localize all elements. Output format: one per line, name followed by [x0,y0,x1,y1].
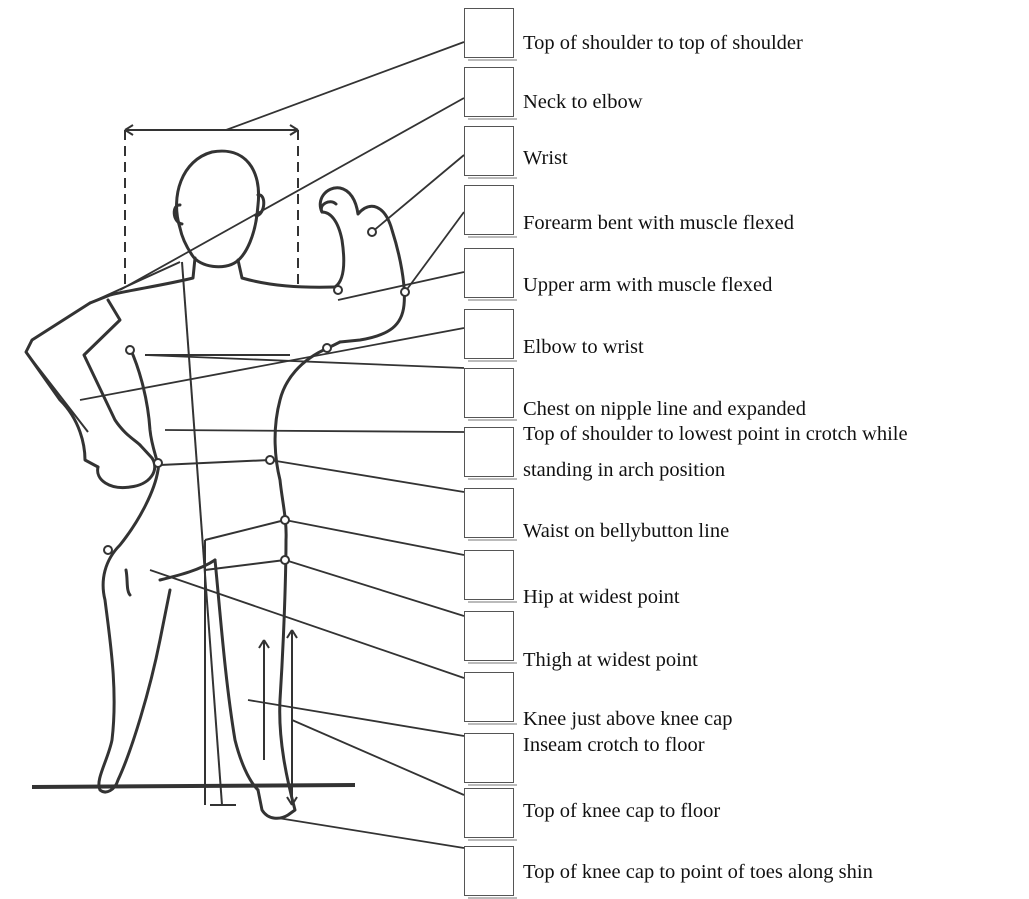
measurement-input-box[interactable] [464,368,514,418]
measurement-label-line2: standing in arch position [523,458,725,482]
measurement-label: Hip at widest point [523,585,680,609]
measurement-input-box[interactable] [464,788,514,838]
measurement-input-box[interactable] [464,846,514,896]
measurement-label: Forearm bent with muscle flexed [523,211,794,235]
measurement-label: Thigh at widest point [523,648,698,672]
measurement-label: Neck to elbow [523,90,643,114]
measurement-input-box[interactable] [464,672,514,722]
measurement-input-box[interactable] [464,248,514,298]
measurement-label: Knee just above knee cap [523,707,732,731]
measurement-label: Top of knee cap to floor [523,799,720,823]
measurement-input-box[interactable] [464,427,514,477]
measurement-label: Inseam crotch to floor [523,733,705,757]
measurement-input-box[interactable] [464,126,514,176]
measurement-label: Top of shoulder to lowest point in crotc… [523,422,908,446]
measurement-points [104,228,409,564]
measurement-input-box[interactable] [464,611,514,661]
measurement-input-box[interactable] [464,8,514,58]
measurement-input-box[interactable] [464,488,514,538]
measurement-label: Top of shoulder to top of shoulder [523,31,803,55]
measurement-input-box[interactable] [464,550,514,600]
measurement-label: Elbow to wrist [523,335,644,359]
measurement-input-box[interactable] [464,67,514,117]
measurement-input-box[interactable] [464,733,514,783]
measurement-input-box[interactable] [464,309,514,359]
floor-line [32,785,355,787]
measurement-label: Waist on bellybutton line [523,519,729,543]
measurement-label: Wrist [523,146,568,170]
measurement-label: Top of knee cap to point of toes along s… [523,860,873,884]
measurement-label: Chest on nipple line and expanded [523,397,806,421]
measurement-input-box[interactable] [464,185,514,235]
measurement-label: Upper arm with muscle flexed [523,273,772,297]
